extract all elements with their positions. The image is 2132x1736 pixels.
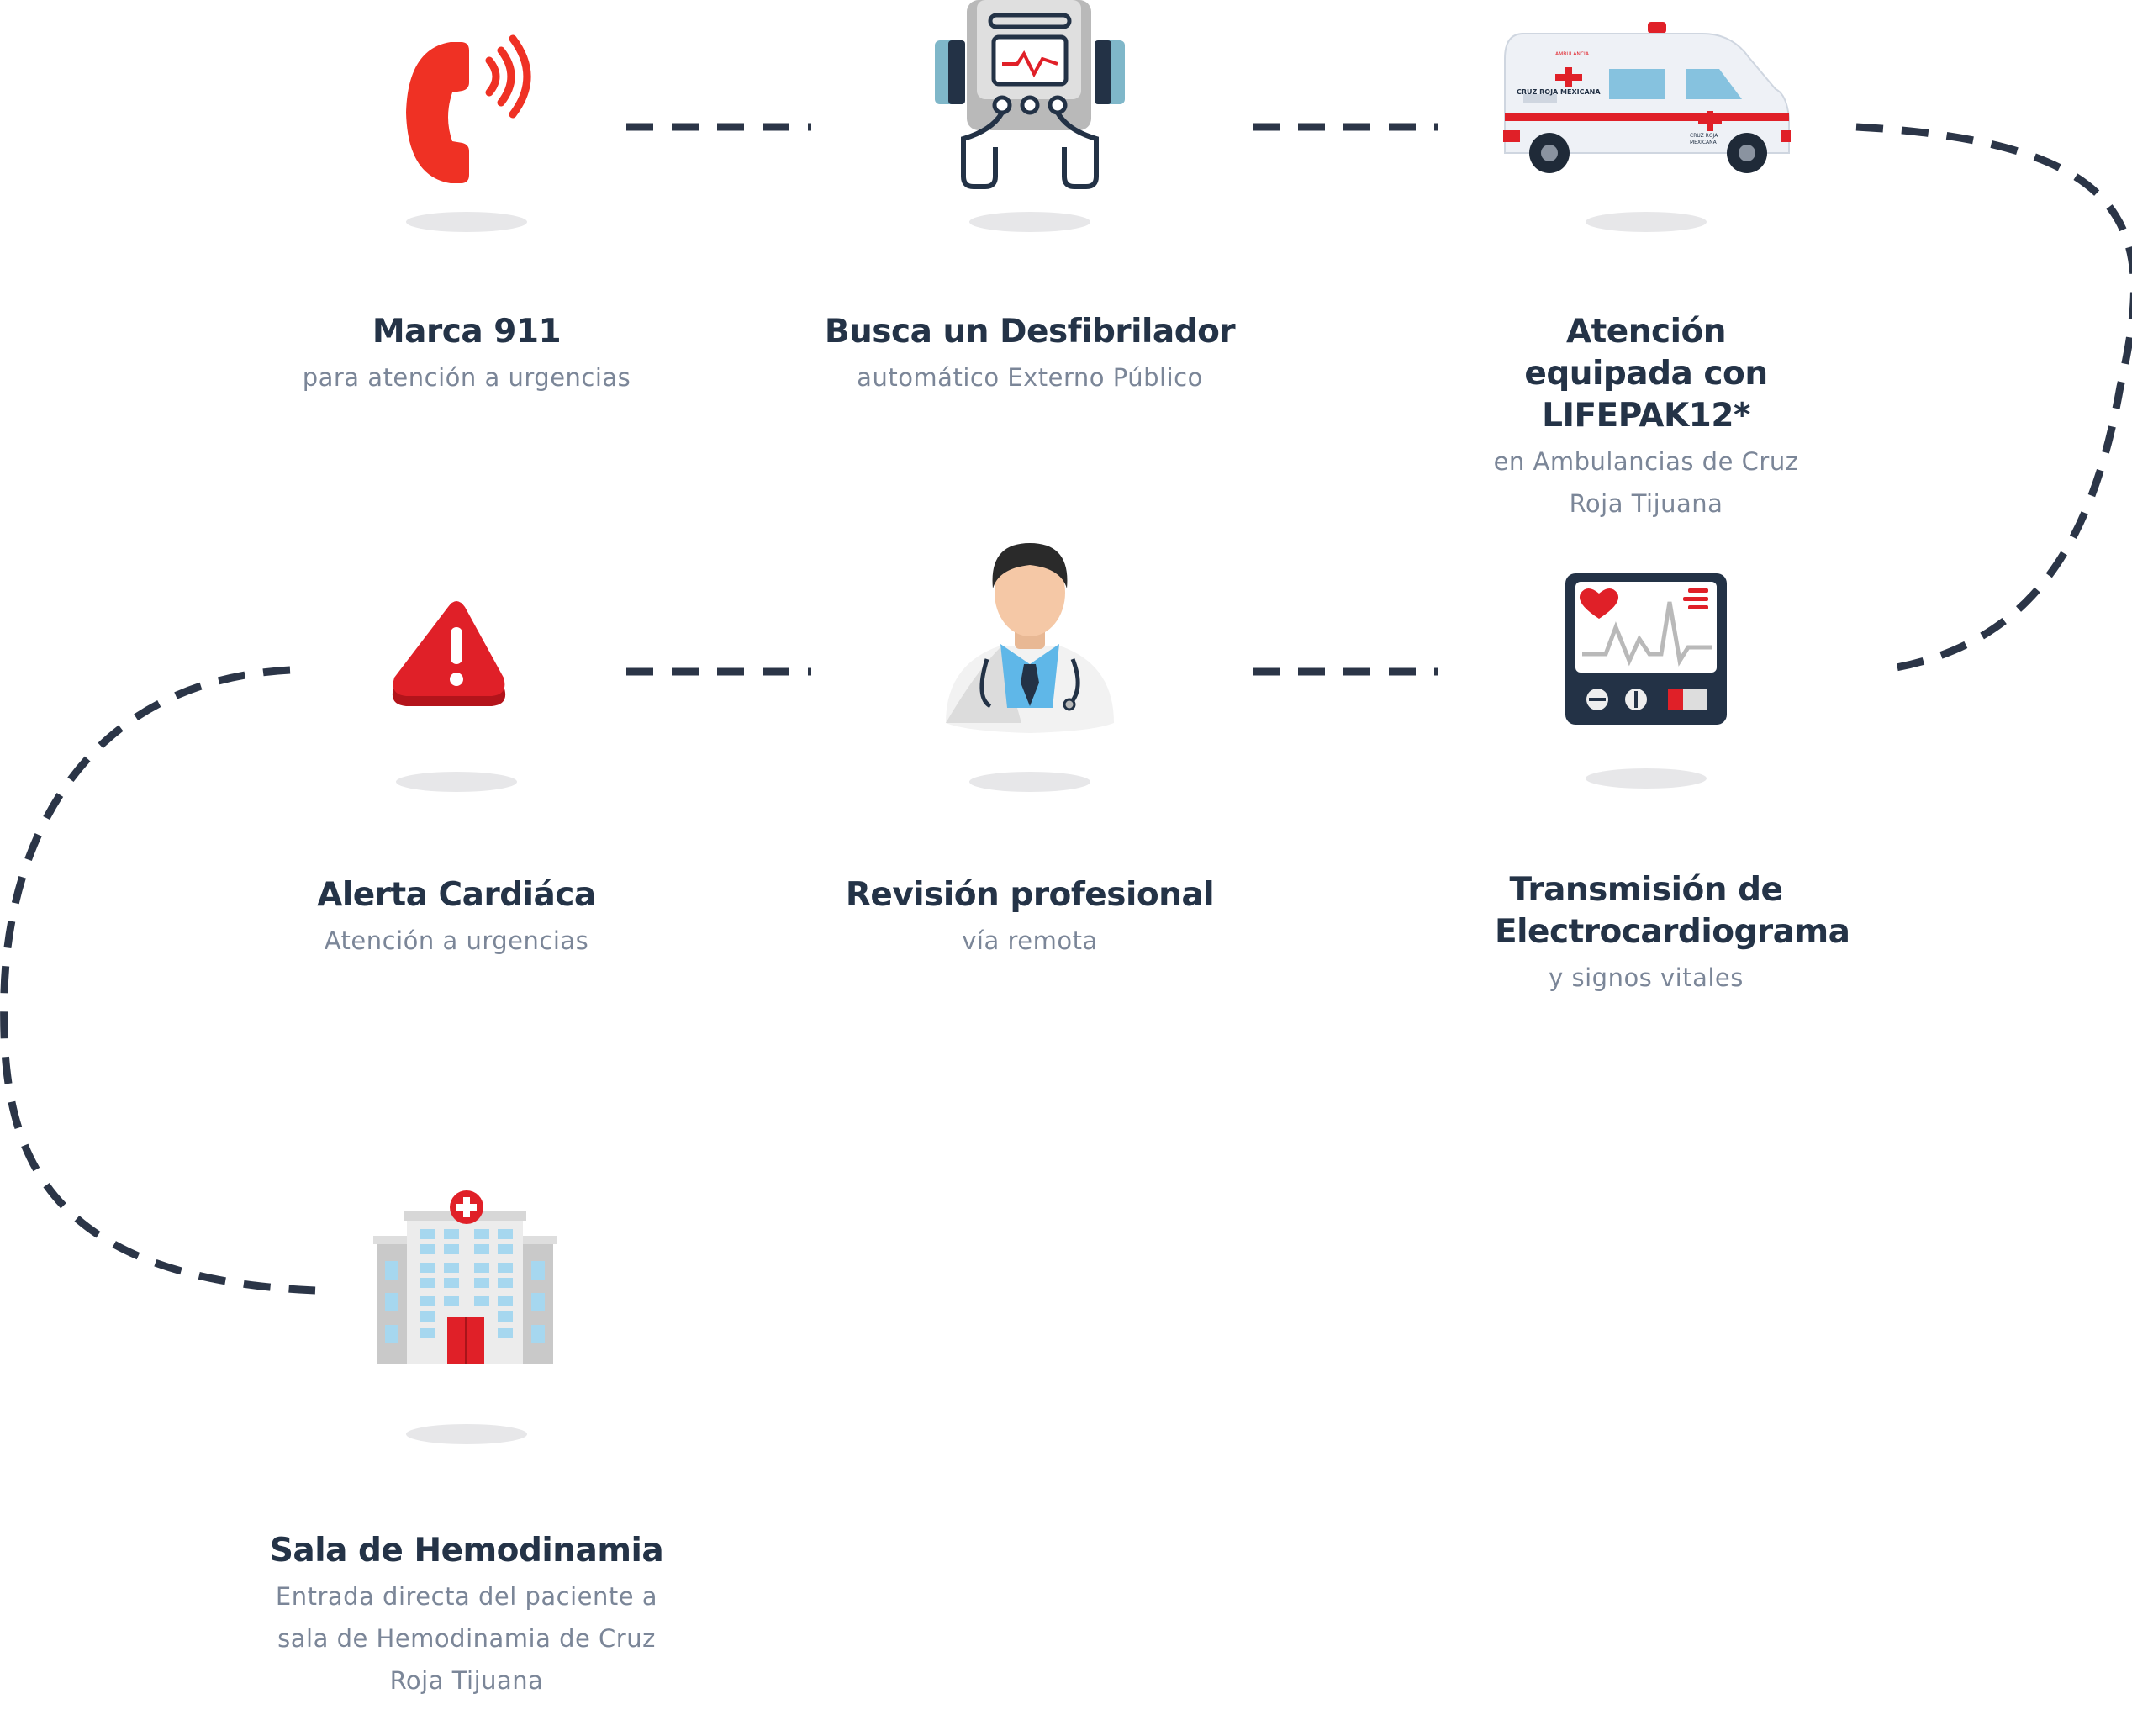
step-sala-hemodinamia: Sala de Hemodinamia Entrada directa del …	[231, 1530, 702, 1702]
ambulance-icon: AMBULANCIA CRUZ ROJA MEXICANA CRUZ ROJA …	[1503, 22, 1791, 173]
icon-shadows	[396, 212, 1707, 1444]
step-busca-desfibrilador: Busca un Desfibrilador automático Extern…	[794, 311, 1265, 398]
ambulance-rear-text-2: MEXICANA	[1690, 140, 1718, 145]
step-subtitle: y signos vitales	[1549, 963, 1744, 992]
shadow-doctor	[969, 772, 1090, 792]
step-title: Busca un Desfibrilador	[824, 313, 1236, 351]
step-title: Transmisión de Electrocardiograma	[1495, 871, 1850, 951]
shadow-phone	[406, 212, 527, 232]
step-subtitle: para atención a urgencias	[302, 363, 631, 392]
step-marca-911: Marca 911 para atención a urgencias	[231, 311, 702, 398]
doctor-icon	[946, 543, 1114, 733]
connectors	[0, 123, 2132, 1295]
ambulance-roof-text: AMBULANCIA	[1555, 51, 1590, 57]
step-title: Sala de Hemodinamia	[269, 1532, 664, 1570]
shadow-warning	[396, 772, 517, 792]
ecg-monitor-icon	[1565, 573, 1727, 725]
step-subtitle: vía remota	[962, 926, 1098, 955]
step-subtitle: en Ambulancias de Cruz Roja Tijuana	[1493, 447, 1799, 518]
shadow-ecg-monitor	[1586, 768, 1707, 789]
step-alerta-cardiaca: Alerta Cardiáca Atención a urgencias	[221, 874, 692, 962]
ambulance-side-text: CRUZ ROJA MEXICANA	[1517, 88, 1601, 96]
step-title: Marca 911	[372, 313, 562, 351]
step-title: Alerta Cardiáca	[317, 876, 596, 914]
step-title: Revisión profesional	[845, 876, 1215, 914]
shadow-hospital	[406, 1424, 527, 1444]
ambulance-rear-text-1: CRUZ ROJA	[1690, 133, 1718, 139]
hospital-icon	[373, 1190, 557, 1364]
step-subtitle: automático Externo Público	[857, 363, 1203, 392]
defibrillator-icon	[935, 0, 1125, 189]
step-atencion-equipada: Atención equipada con LIFEPAK12* en Ambu…	[1411, 311, 1881, 525]
connector-6-7-arc	[0, 666, 316, 1295]
warning-icon	[392, 601, 506, 706]
phone-icon	[406, 34, 531, 183]
step-revision-profesional: Revisión profesional vía remota	[794, 874, 1265, 962]
connector-3-4-arc	[1855, 123, 2132, 674]
shadow-defibrillator	[969, 212, 1090, 232]
step-transmision-ecg: Transmisión de Electrocardiograma y sign…	[1411, 869, 1881, 999]
step-subtitle: Entrada directa del paciente a sala de H…	[275, 1582, 658, 1695]
step-subtitle: Atención a urgencias	[324, 926, 589, 955]
step-title: Atención equipada con LIFEPAK12*	[1524, 313, 1768, 435]
shadow-ambulance	[1586, 212, 1707, 232]
